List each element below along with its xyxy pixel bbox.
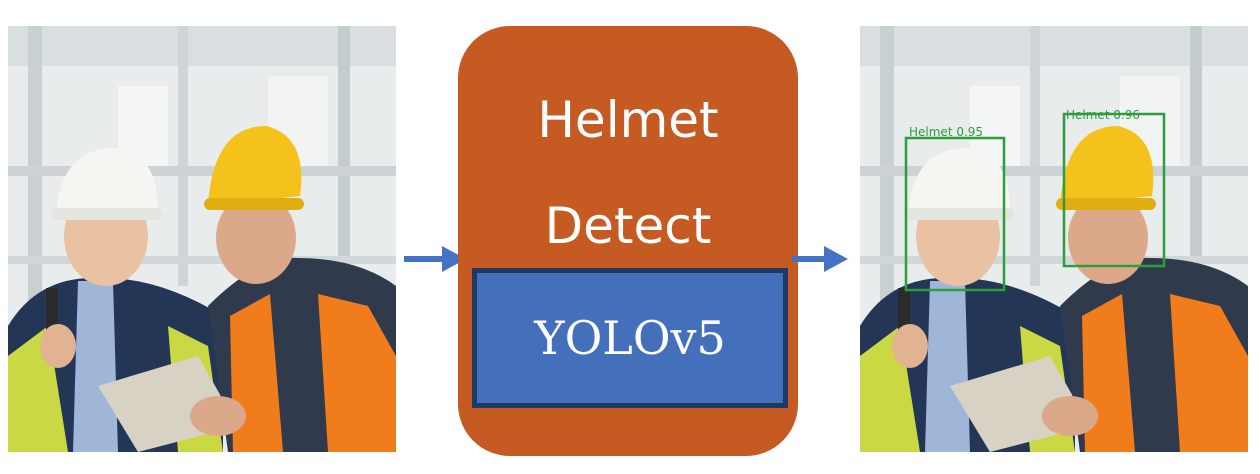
output-photo: Helmet 0.95 Helmet 0.96 <box>860 26 1248 452</box>
detection-box-1: Helmet 0.95 <box>904 125 1006 292</box>
detection-label-1: Helmet 0.95 <box>909 125 983 139</box>
detection-box-2: Helmet 0.96 <box>1062 108 1166 268</box>
yolo-backbone-box: YOLOv5 <box>472 268 788 408</box>
helmet-detect-block: Helmet Detect YOLOv5 <box>458 26 798 456</box>
block-title-line-1: Helmet <box>537 91 719 149</box>
detection-label-2: Helmet 0.96 <box>1066 108 1140 122</box>
block-title-line-2: Detect <box>544 197 712 255</box>
input-arrow-icon <box>404 246 466 272</box>
yolo-label: YOLOv5 <box>534 311 726 365</box>
input-photo <box>8 26 396 452</box>
construction-workers-photo-icon <box>8 26 396 452</box>
construction-workers-photo-with-detections-icon: Helmet 0.95 Helmet 0.96 <box>860 26 1248 452</box>
output-arrow-icon <box>792 246 848 272</box>
